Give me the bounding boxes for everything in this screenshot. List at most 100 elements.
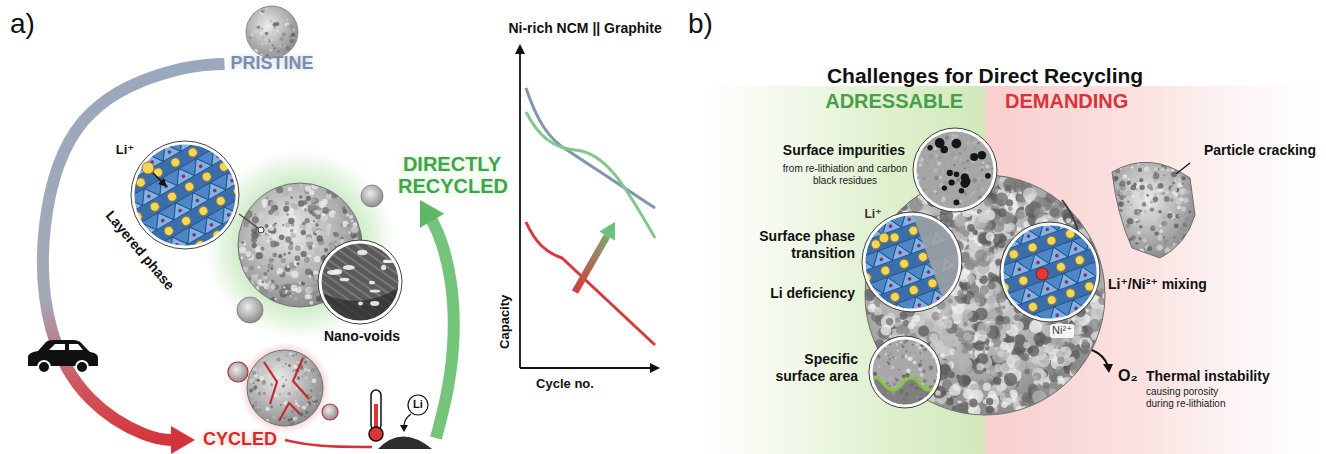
lithium-site [253,141,265,153]
metal-site [167,150,172,155]
grain [285,415,288,418]
grain [315,223,319,227]
grain [305,377,307,379]
octahedron [245,153,269,175]
metal-site [236,110,241,115]
lithium-site [111,255,123,267]
grain [279,289,285,295]
grain [265,32,269,36]
grain [296,262,300,266]
particle-outline [246,6,298,58]
cycled-curve [526,222,655,345]
grain [305,411,309,415]
zoom-ring [133,143,237,247]
grain [959,344,964,349]
grain [282,32,286,36]
grain [304,263,306,265]
grain [351,226,358,233]
grain [290,417,293,420]
zoom-dot [258,227,264,233]
metal-site [195,198,200,203]
nano-void [340,278,350,282]
particle-body [247,350,323,426]
grain [291,271,298,278]
octahedron [208,109,232,131]
grain [249,389,253,393]
lithium-site [260,233,272,245]
grain [289,36,291,38]
grain [241,257,244,260]
grain [308,254,311,257]
octahedron [142,115,166,137]
grain [336,237,339,240]
lithium-site [190,112,202,124]
metal-site [250,134,255,139]
nano-void [370,301,379,306]
grain [293,365,297,369]
metal-site [244,202,249,207]
axis-line [519,52,521,368]
lithium-site [139,303,151,315]
metal-site [240,237,245,242]
grain [270,406,273,409]
grain [253,382,255,384]
grain [997,316,1003,322]
grain [285,236,291,242]
grain [269,383,272,386]
nanovoid-zoom [295,219,425,345]
grain [1055,366,1064,375]
grain [299,282,301,284]
grain [306,237,312,243]
octahedron [268,172,292,194]
grain [301,251,307,257]
metal-site [223,247,228,252]
grain [256,24,258,26]
metal-site [66,175,71,180]
pristine-curve [526,88,655,208]
zoom-ring [320,242,400,322]
grain [263,204,267,208]
grain [301,286,305,290]
grain [273,26,276,29]
octahedron [98,238,122,260]
octahedron [178,256,202,278]
grain [252,371,256,375]
octahedron [222,133,246,155]
grain [283,286,286,289]
grain [311,227,316,232]
octahedron [134,120,158,142]
grain [273,22,278,27]
metal-site [146,194,151,199]
grain [267,270,269,272]
grain [311,369,315,373]
grain [955,349,960,354]
grain [342,230,347,235]
octahedron [200,114,224,136]
grain [274,210,280,216]
grain [266,372,268,374]
grain [326,193,332,199]
grain [255,401,257,403]
zoom-ring [131,141,239,249]
octahedron [273,201,297,223]
particle-body [246,6,298,58]
grain [1007,222,1015,230]
grain [270,366,273,369]
metal-site [206,257,211,262]
grain [258,280,265,287]
grain [958,375,971,388]
grain [319,392,322,395]
metal-site [122,272,127,277]
metal-site [192,232,197,237]
lithium-site [277,223,289,235]
metal-site [160,218,165,223]
nano-void [357,250,367,255]
metal-site [170,115,175,120]
grain [309,301,313,305]
grain [265,224,269,228]
grain [351,220,353,222]
octahedron [177,95,201,117]
grain [274,298,277,301]
cycled-glow [239,342,331,434]
grain [975,249,988,262]
